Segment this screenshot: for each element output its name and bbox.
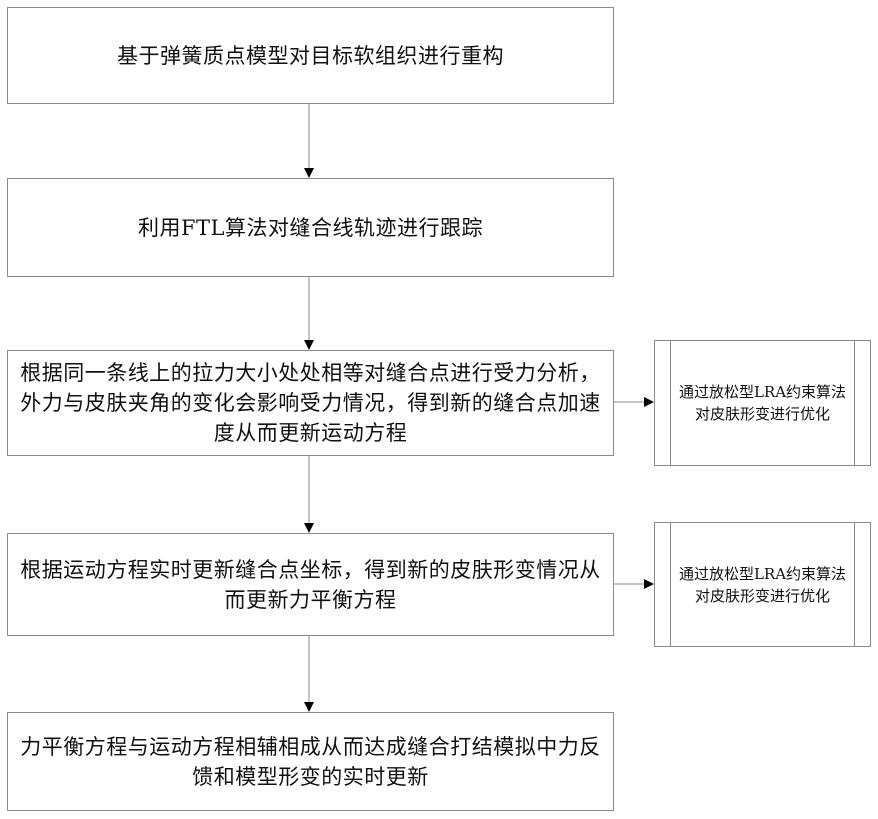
step3-text: 根据同一条线上的拉力大小处处相等对缝合点进行受力分析，外力与皮肤夹角的变化会影响… [20,361,601,445]
step4-text: 根据运动方程实时更新缝合点坐标，得到新的皮肤形变情况从而更新力平衡方程 [20,557,601,612]
step2-box: 利用FTL算法对缝合线轨迹进行跟踪 [7,178,614,277]
side1-left-bar [670,341,671,465]
step2-text: 利用FTL算法对缝合线轨迹进行跟踪 [137,215,484,240]
side2-predefined-process-box: 通过放松型LRA约束算法对皮肤形变进行优化 [654,522,871,647]
side1-predefined-process-box: 通过放松型LRA约束算法对皮肤形变进行优化 [654,340,871,466]
side2-text: 通过放松型LRA约束算法对皮肤形变进行优化 [678,564,847,605]
step5-text: 力平衡方程与运动方程相辅相成从而达成缝合打结模拟中力反馈和模型形变的实时更新 [20,734,601,789]
step1-box: 基于弹簧质点模型对目标软组织进行重构 [7,7,614,104]
side2-left-bar [670,523,671,646]
step1-text: 基于弹簧质点模型对目标软组织进行重构 [117,43,504,68]
step5-box: 力平衡方程与运动方程相辅相成从而达成缝合打结模拟中力反馈和模型形变的实时更新 [7,712,614,811]
step3-box: 根据同一条线上的拉力大小处处相等对缝合点进行受力分析，外力与皮肤夹角的变化会影响… [7,350,614,456]
step4-box: 根据运动方程实时更新缝合点坐标，得到新的皮肤形变情况从而更新力平衡方程 [7,533,614,636]
side1-text: 通过放松型LRA约束算法对皮肤形变进行优化 [678,383,847,423]
side2-right-bar [854,523,855,646]
side1-right-bar [854,341,855,465]
